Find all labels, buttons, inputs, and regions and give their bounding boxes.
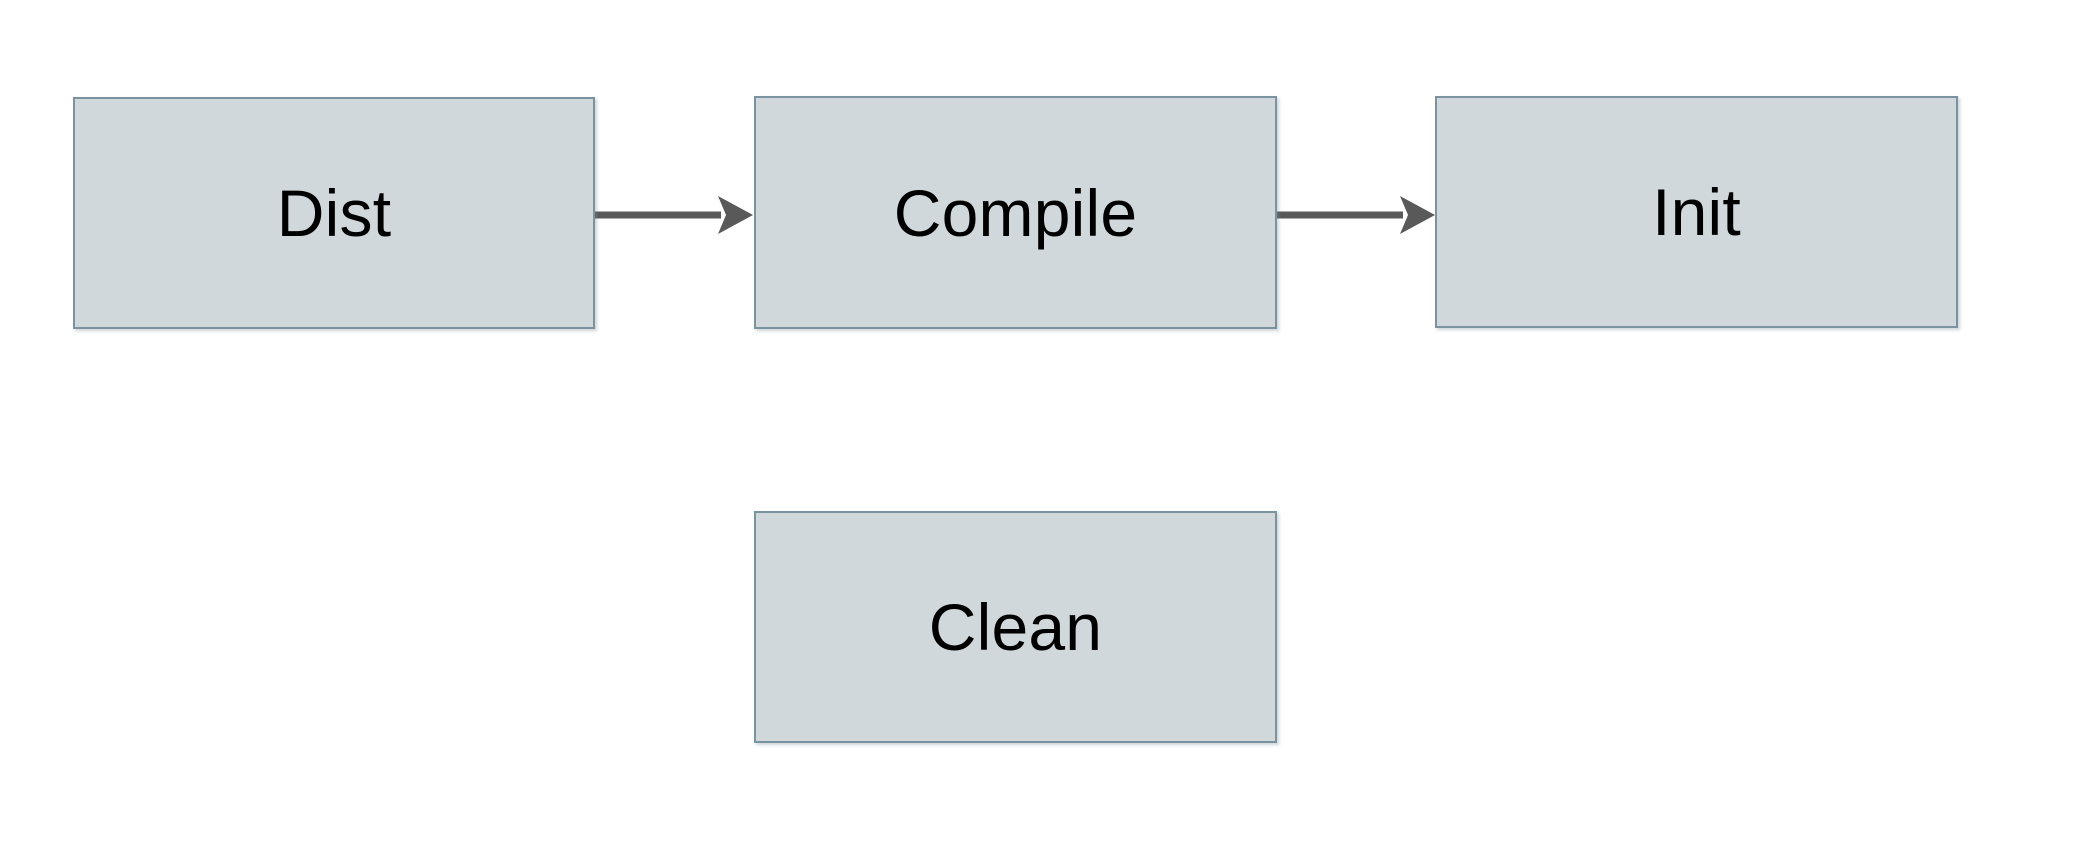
edge-dist-to-compile (595, 192, 755, 238)
node-init[interactable]: Init (1435, 96, 1958, 328)
node-compile-label: Compile (893, 175, 1138, 250)
node-clean[interactable]: Clean (754, 511, 1277, 743)
node-dist-label: Dist (276, 176, 392, 250)
node-compile[interactable]: Compile (754, 96, 1277, 329)
node-clean-label: Clean (928, 590, 1103, 664)
node-init-label: Init (1652, 175, 1741, 249)
edge-compile-to-init (1277, 192, 1437, 238)
node-dist[interactable]: Dist (73, 97, 595, 329)
